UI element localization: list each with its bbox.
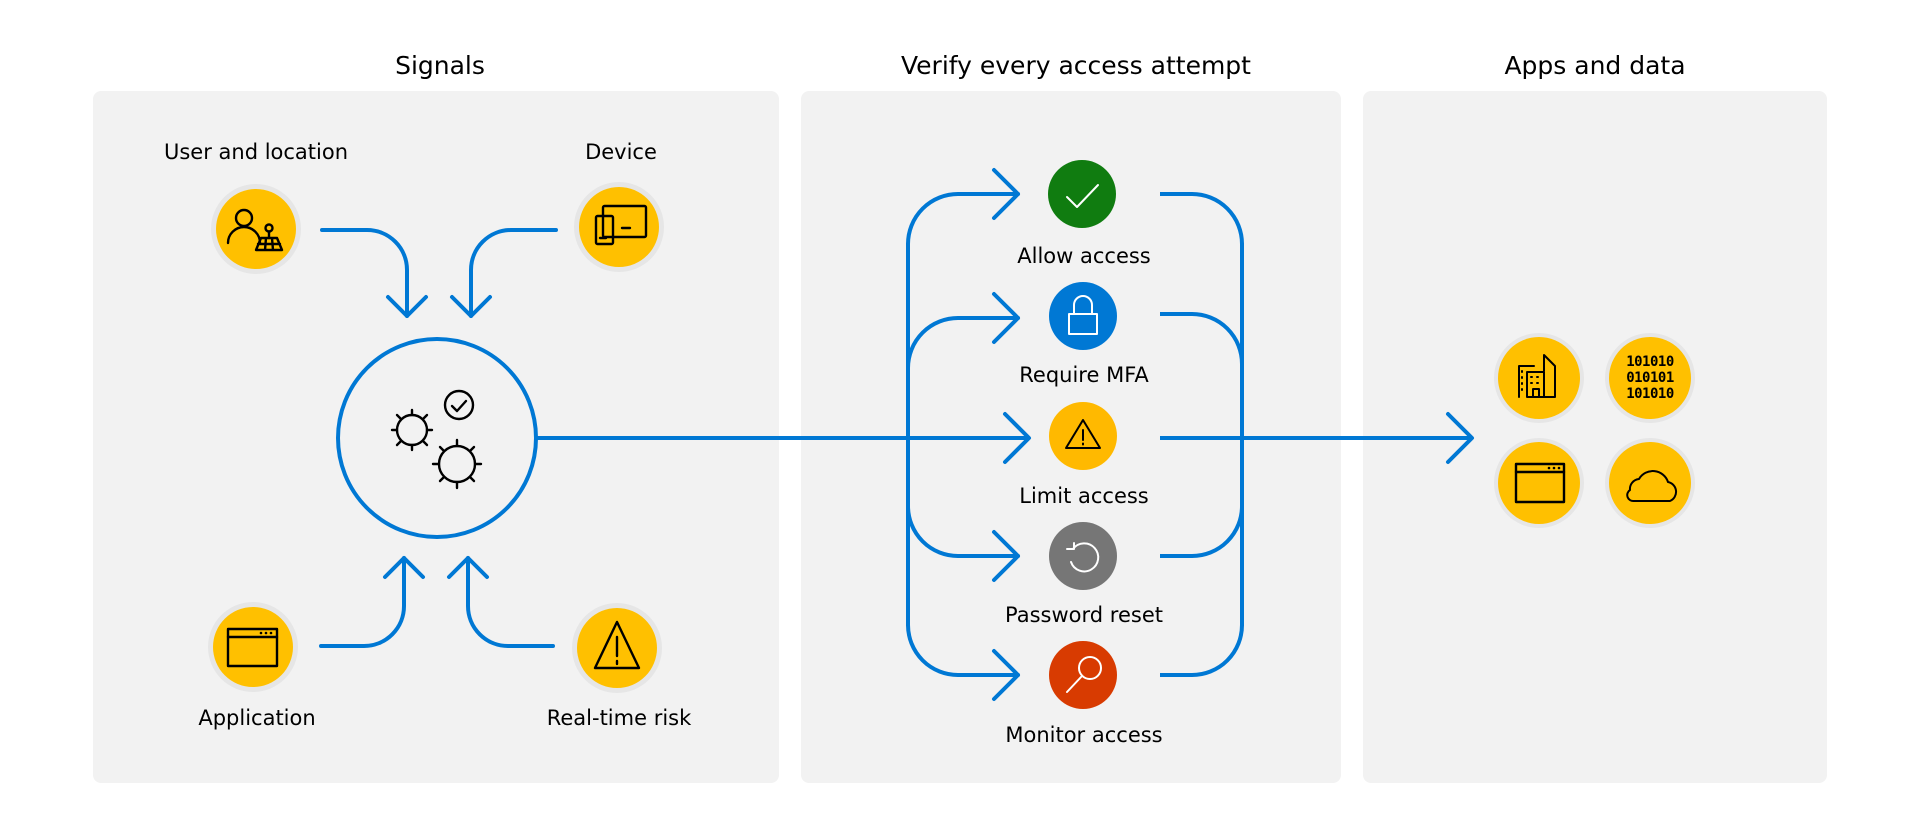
application-window-icon [226,627,279,668]
signals-title: Signals [395,51,485,80]
app-binary-data: 101010 010101 101010 [1605,333,1695,423]
app-buildings [1494,333,1584,423]
decision-label: Limit access [1019,484,1149,508]
decision-label: Password reset [1005,603,1163,627]
decision-monitor-access: Monitor access [1005,641,1163,747]
warning-icon [593,620,641,670]
warning-icon [1065,419,1101,449]
user-location-icon [226,208,284,252]
signal-label: Application [198,706,315,730]
decision-label: Require MFA [1019,363,1149,387]
binary-data-icon: 101010 010101 101010 [1626,354,1674,402]
verify-title: Verify every access attempt [901,51,1251,80]
magnifier-icon [1066,656,1102,693]
signal-device: Device [574,140,664,272]
decision-label: Allow access [1017,244,1151,268]
app-cloud [1605,438,1695,528]
signal-label: Device [585,140,657,164]
signal-flow-user [320,228,428,318]
signal-flow-application [319,556,425,648]
buildings-icon [1518,354,1556,398]
application-window-icon [1514,462,1566,504]
signal-application: Application [198,602,316,730]
svg-text:010101: 010101 [1626,370,1674,386]
svg-text:101010: 101010 [1626,386,1674,402]
signal-flow-device [450,228,558,318]
decision-password-reset: Password reset [1005,522,1163,627]
decision-label: Monitor access [1005,723,1162,747]
verify-branches-in [906,168,1031,701]
apps-title: Apps and data [1504,51,1685,80]
checkmark-icon [1066,184,1099,208]
policy-engine-gears-icon [390,389,483,490]
policy-engine [336,337,538,539]
signal-user-and-location: User and location [164,140,348,274]
app-application [1494,438,1584,528]
signal-flow-risk [447,556,555,648]
reset-icon [1066,542,1100,573]
decision-require-mfa: Require MFA [1019,282,1149,387]
lock-icon [1068,295,1098,335]
signal-real-time-risk: Real-time risk [547,603,692,730]
svg-text:101010: 101010 [1626,354,1674,370]
signal-label: Real-time risk [547,706,692,730]
verify-branches-out [1160,192,1474,677]
decision-allow-access: Allow access [1017,160,1151,268]
apps-panel [1363,91,1827,783]
device-icon [594,204,648,246]
signal-label: User and location [164,140,348,164]
cloud-icon [1626,470,1678,503]
decision-limit-access: Limit access [1019,402,1149,508]
